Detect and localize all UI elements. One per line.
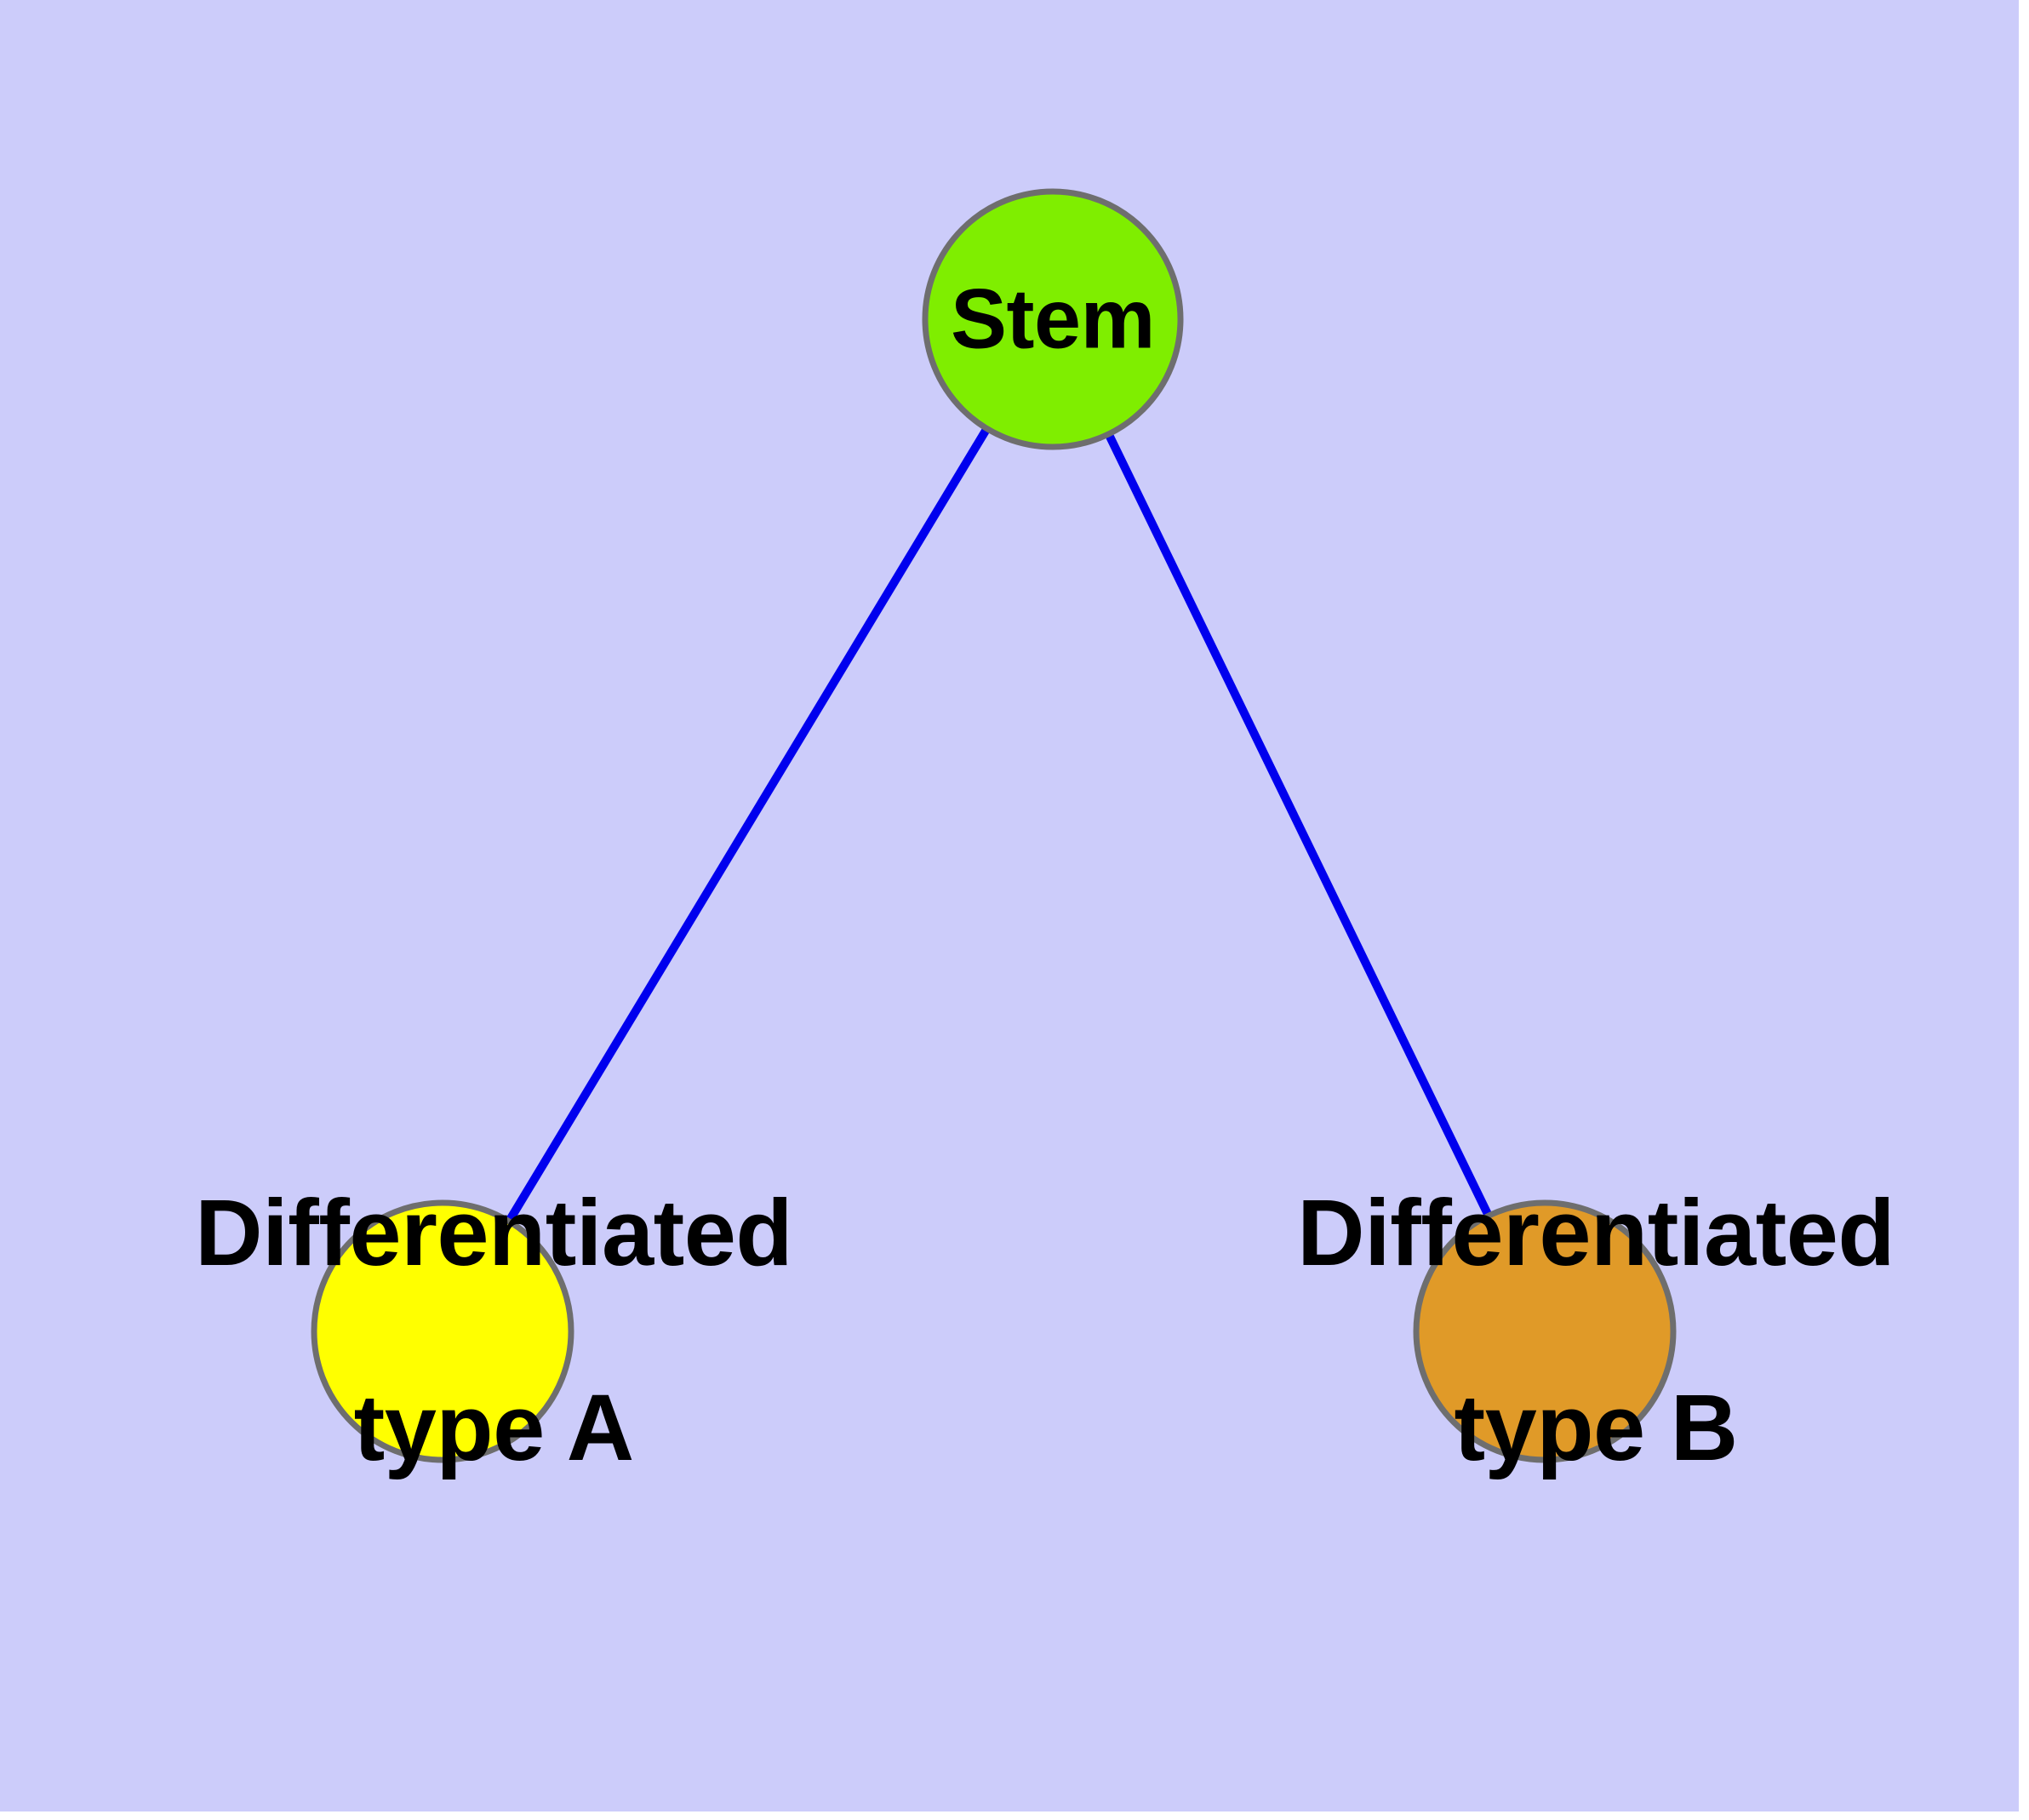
edge-layer	[438, 317, 1549, 1334]
node-differentiated-type-b[interactable]	[1413, 1199, 1677, 1463]
node-layer	[311, 188, 1677, 1463]
node-stem[interactable]	[922, 188, 1184, 450]
edge-stem-to-differentiated-type-a[interactable]	[438, 317, 1057, 1334]
node-differentiated-type-a[interactable]	[311, 1199, 574, 1463]
edge-stem-to-differentiated-type-b[interactable]	[1049, 317, 1549, 1334]
